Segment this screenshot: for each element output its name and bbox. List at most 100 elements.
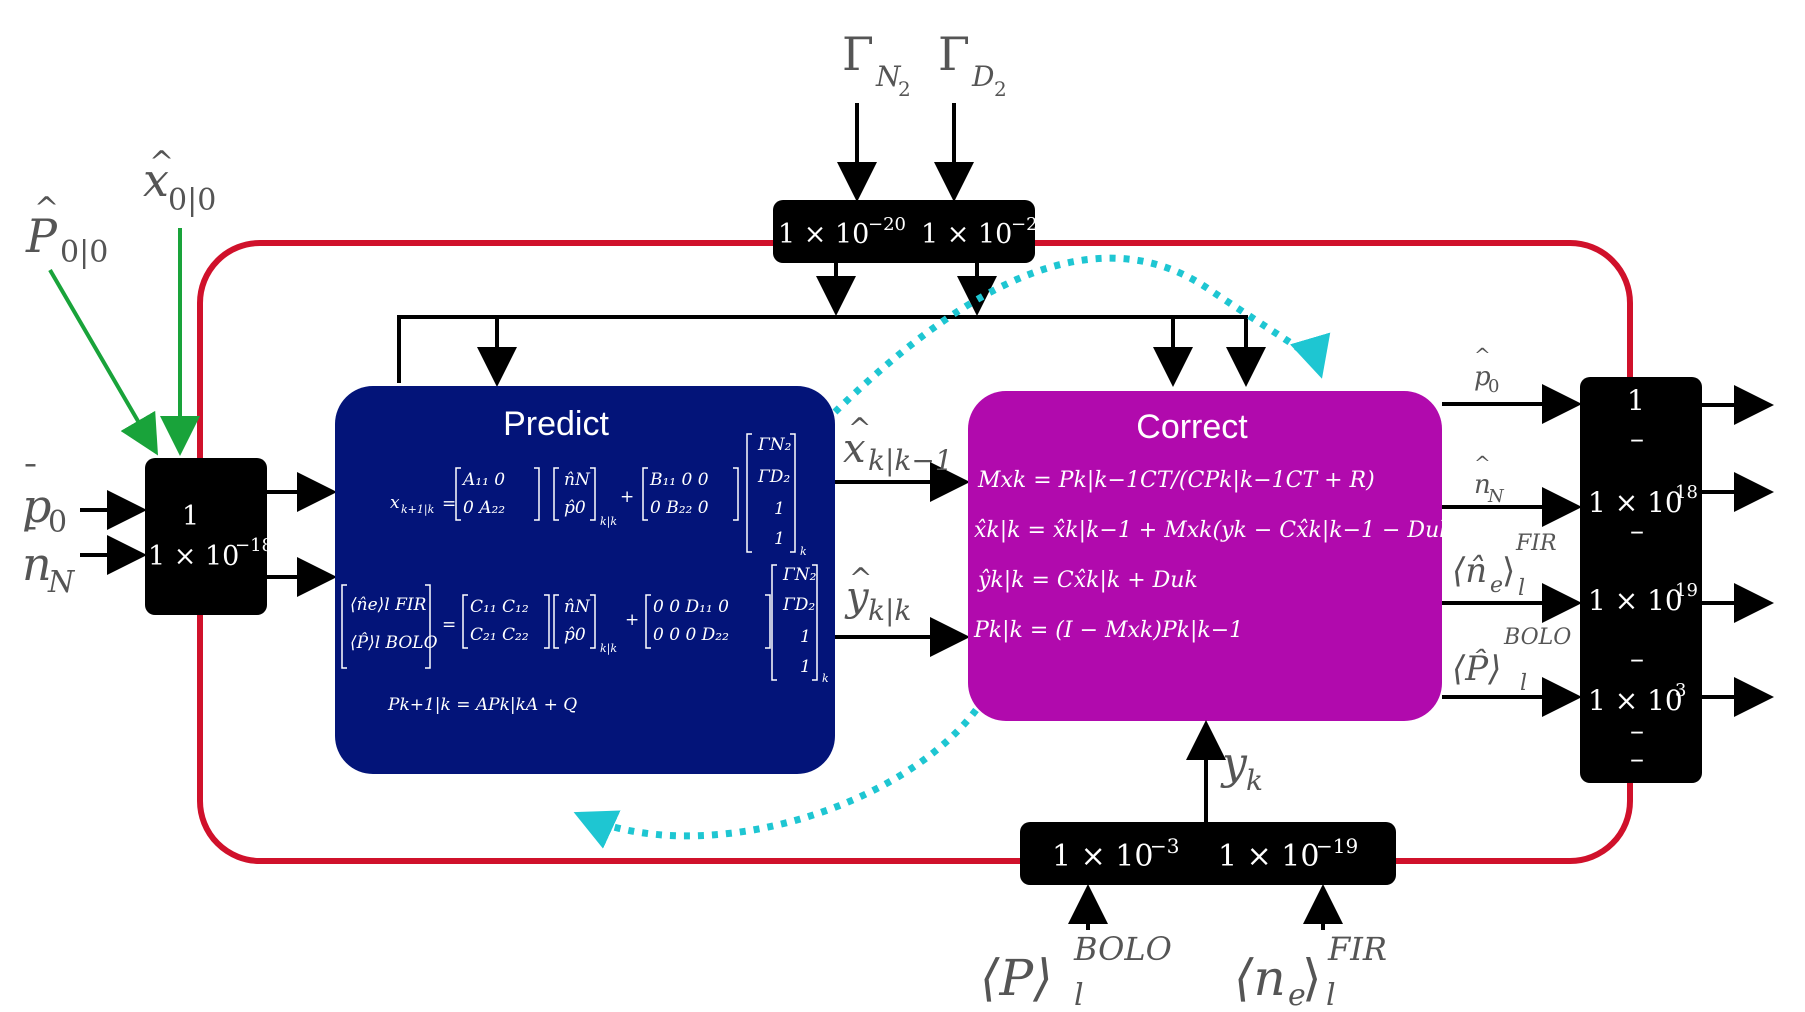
- svg-text:+: +: [620, 487, 634, 507]
- svg-text:n̂N: n̂N: [564, 597, 591, 617]
- svg-text:0: 0: [1488, 376, 1499, 397]
- ne-fir-label: ⟨n e ⟩ l FIR: [1234, 930, 1387, 1012]
- svg-text:1: 1: [774, 499, 785, 519]
- p-bolo-label: ⟨P⟩ l BOLO: [980, 930, 1172, 1012]
- predict-to-correct-dotted-arrow: [832, 254, 1331, 415]
- svg-text:3: 3: [1675, 680, 1686, 701]
- svg-text:k: k: [1246, 764, 1263, 797]
- right-scale-box: [1580, 377, 1702, 783]
- svg-text:B₁₁ 0 0: B₁₁ 0 0: [649, 470, 709, 490]
- svg-text:Pk|k = (I − Mxk)Pk|k−1: Pk|k = (I − Mxk)Pk|k−1: [973, 618, 1243, 643]
- p00-label: P ^ 0|0: [25, 191, 108, 270]
- svg-text:–: –: [1630, 422, 1644, 455]
- output-labels: p ^ 0 n ^ N ⟨n̂ e ⟩ l FIR ⟨P̂⟩ l BOLO: [1452, 343, 1571, 696]
- gamma-n2-label: Γ N 2: [842, 27, 911, 101]
- svg-text:0|0: 0|0: [168, 183, 216, 218]
- svg-text:^: ^: [149, 145, 174, 180]
- svg-text:n: n: [1474, 470, 1491, 500]
- svg-text:p̂0: p̂0: [564, 498, 586, 518]
- svg-text:ΓN₂: ΓN₂: [782, 565, 817, 585]
- y-pred-label: y ^ k|k: [844, 562, 911, 627]
- svg-text:ŷk|k = Cx̂k|k + Duk: ŷk|k = Cx̂k|k + Duk: [977, 568, 1198, 593]
- svg-text:⟩: ⟩: [1302, 949, 1322, 1007]
- svg-text:k|k: k|k: [868, 594, 911, 627]
- svg-text:1: 1: [1627, 384, 1645, 417]
- svg-text:–: –: [1630, 514, 1644, 547]
- svg-text:⟨n̂: ⟨n̂: [1452, 551, 1487, 591]
- svg-text:⟨n̂e⟩l FIR: ⟨n̂e⟩l FIR: [350, 595, 427, 615]
- gamma-d2-label: Γ D 2: [938, 27, 1007, 101]
- svg-text:1 × 10: 1 × 10: [921, 219, 1012, 250]
- svg-text:BOLO: BOLO: [1073, 930, 1172, 968]
- svg-text:–: –: [1630, 714, 1644, 747]
- svg-text:e: e: [1288, 978, 1306, 1012]
- svg-text:0 0 D₁₁ 0: 0 0 D₁₁ 0: [653, 597, 729, 617]
- svg-text:−18: −18: [235, 535, 273, 556]
- svg-text:−19: −19: [1316, 834, 1358, 858]
- svg-text:k|k: k|k: [600, 642, 617, 656]
- svg-text:k|k−1: k|k−1: [868, 444, 953, 477]
- svg-text:k+1|k: k+1|k: [401, 503, 435, 517]
- svg-text:−3: −3: [1150, 834, 1179, 858]
- svg-text:A₁₁ 0: A₁₁ 0: [461, 470, 505, 490]
- svg-text:e: e: [1490, 573, 1503, 598]
- svg-text:1 × 10: 1 × 10: [1052, 839, 1153, 874]
- svg-text:0 A₂₂: 0 A₂₂: [463, 498, 505, 518]
- svg-text:1 × 10: 1 × 10: [1588, 684, 1683, 717]
- correct-equations: Mxk = Pk|k−1CT/(CPk|k−1CT + R) x̂k|k = x…: [973, 468, 1461, 643]
- svg-text:0 B₂₂ 0: 0 B₂₂ 0: [650, 498, 709, 518]
- svg-text:C₁₁ C₁₂: C₁₁ C₁₂: [470, 597, 529, 617]
- svg-text:¯: ¯: [22, 521, 39, 561]
- svg-text:⟨P̂⟩: ⟨P̂⟩: [1452, 648, 1501, 689]
- svg-text:Γ: Γ: [938, 27, 970, 81]
- svg-text:FIR: FIR: [1327, 930, 1387, 968]
- svg-text:1: 1: [800, 657, 811, 677]
- svg-text:l: l: [1520, 671, 1527, 696]
- svg-text:^: ^: [848, 412, 871, 445]
- predict-block: [335, 386, 835, 774]
- svg-text:0|0: 0|0: [60, 235, 108, 270]
- x00-label: x ^ 0|0: [143, 145, 216, 218]
- predict-equations: x k+1|k = A₁₁ 0 0 A₂₂ n̂N p̂0 k|k + B₁₁ …: [350, 435, 829, 715]
- svg-text:1 × 10: 1 × 10: [148, 541, 239, 572]
- svg-text:BOLO: BOLO: [1503, 625, 1571, 650]
- top-scale-box: [773, 200, 1035, 263]
- predict-title: Predict: [503, 405, 609, 443]
- left-scale-box: [145, 458, 267, 615]
- svg-text:ΓN₂: ΓN₂: [757, 435, 792, 455]
- p00-arrow: [48, 268, 159, 456]
- svg-text:x: x: [843, 426, 866, 472]
- correct-block: [968, 391, 1442, 721]
- svg-text:l: l: [1074, 978, 1084, 1012]
- x-pred-label: x ^ k|k−1: [843, 412, 953, 477]
- svg-text:Mxk = Pk|k−1CT/(CPk|k−1CT + R): Mxk = Pk|k−1CT/(CPk|k−1CT + R): [977, 468, 1375, 493]
- p0-bar-label: p ¯ 0: [22, 458, 67, 540]
- svg-text:⟩: ⟩: [1502, 551, 1515, 591]
- svg-text:l: l: [1518, 576, 1525, 601]
- bottom-scale-values: 1 × 10 −3 1 × 10 −19: [1052, 834, 1358, 874]
- svg-text:19: 19: [1675, 580, 1698, 601]
- top-scale-values: 1 × 10 −20 1 × 10 −20: [778, 214, 1049, 250]
- correct-to-predict-dotted-arrow: [573, 707, 979, 849]
- svg-text:k: k: [800, 545, 807, 558]
- svg-text:y: y: [844, 574, 870, 620]
- correct-title: Correct: [1136, 408, 1248, 446]
- svg-text:1: 1: [182, 501, 199, 532]
- svg-text:=: =: [442, 615, 456, 635]
- svg-text:l: l: [1326, 978, 1336, 1012]
- svg-text:P: P: [25, 209, 58, 263]
- svg-text:Pk+1|k = APk|kA + Q: Pk+1|k = APk|kA + Q: [387, 695, 577, 715]
- svg-text:FIR: FIR: [1515, 531, 1557, 556]
- svg-text:2: 2: [994, 77, 1007, 101]
- predict-brackets: [341, 433, 818, 681]
- svg-text:N: N: [47, 565, 76, 600]
- svg-text:^: ^: [1474, 451, 1491, 475]
- svg-text:k|k: k|k: [600, 515, 617, 529]
- svg-text:p: p: [22, 479, 51, 533]
- svg-text:0: 0: [48, 505, 67, 540]
- svg-text:1 × 10: 1 × 10: [1218, 839, 1319, 874]
- svg-text:2: 2: [898, 77, 911, 101]
- svg-text:x̂k|k = x̂k|k−1 + Mxk(yk − Cx̂: x̂k|k = x̂k|k−1 + Mxk(yk − Cx̂k|k−1 − Du…: [974, 518, 1461, 543]
- svg-text:ΓD₂: ΓD₂: [757, 467, 790, 487]
